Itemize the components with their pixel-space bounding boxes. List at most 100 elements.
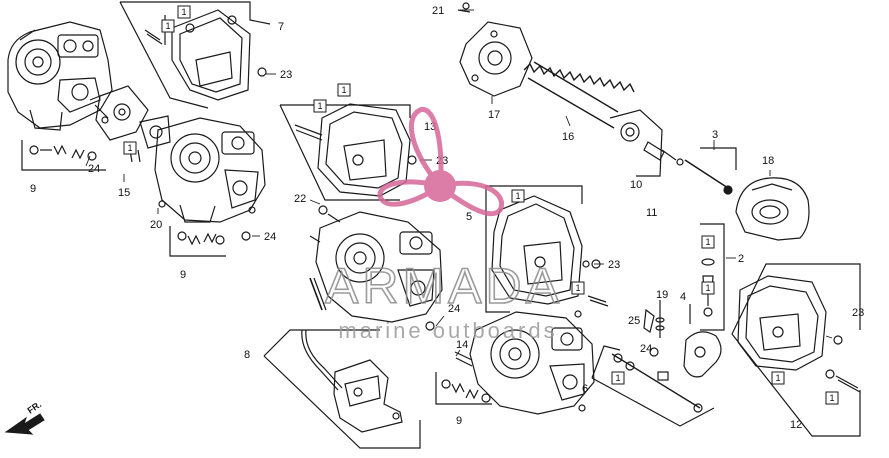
callout-24-a: 24 (88, 163, 100, 175)
box-1-d: 1 (337, 83, 351, 97)
diaphragm-cover-17 (457, 9, 533, 97)
direction-label: FR. (26, 399, 44, 415)
boxed-part-1-labels: 1 1 1 1 1 1 1 1 1 1 1 1 (123, 5, 839, 405)
callout-6: 6 (582, 383, 588, 395)
bracket-line-7 (120, 1, 271, 25)
svg-text:1: 1 (615, 373, 620, 383)
propeller-logo-icon (377, 107, 505, 217)
callout-23-c: 23 (608, 259, 620, 271)
callout-23-e: 23 (852, 307, 864, 319)
callout-15: 15 (118, 187, 130, 199)
callout-9-b: 9 (180, 269, 186, 281)
svg-text:1: 1 (829, 393, 834, 403)
watermark-brand: ARMADA (325, 258, 563, 314)
svg-text:1: 1 (775, 373, 780, 383)
diaphragm-plate-15 (89, 85, 171, 163)
watermark: ARMADA marine outboards (324, 107, 563, 343)
box-1-f: 1 (511, 189, 525, 203)
callout-23-a: 23 (280, 69, 292, 81)
box-1-a: 1 (177, 5, 191, 19)
spring-16 (523, 61, 635, 129)
arrow-icon (4, 413, 45, 435)
bracket-8 (301, 277, 403, 433)
callout-20: 20 (150, 219, 162, 231)
bracket-line-7b (119, 1, 209, 109)
box-1-j: 1 (611, 371, 625, 385)
callout-24-d: 24 (640, 343, 652, 355)
carburetor-body-center (309, 205, 443, 323)
jet-needle-3 (684, 159, 733, 195)
bracket-line-6b (591, 377, 715, 427)
callout-18: 18 (762, 155, 774, 167)
spring-set-9-middle (177, 231, 225, 246)
callout-22: 22 (294, 193, 306, 205)
svg-text:1: 1 (575, 283, 580, 293)
bracket-line-9-left (21, 140, 106, 171)
box-1-k: 1 (771, 371, 785, 385)
callout-14: 14 (456, 339, 468, 351)
bracket-line-8b (263, 355, 421, 449)
bracket-line-12b (731, 333, 861, 437)
carburetor-body-left-bottom (154, 117, 266, 223)
bolt-24-middle (241, 231, 251, 241)
box-1-c: 1 (313, 99, 327, 113)
callout-10: 10 (630, 179, 642, 191)
bracket-line-9-middle (169, 226, 226, 257)
box-1-h: 1 (701, 235, 715, 249)
callout-4: 4 (680, 291, 686, 303)
callout-3: 3 (712, 129, 718, 141)
vacuum-piston-18 (735, 177, 810, 241)
box-1-b: 1 (161, 19, 175, 33)
bolt-24-center (425, 321, 435, 331)
callout-19: 19 (656, 289, 668, 301)
svg-text:1: 1 (515, 191, 520, 201)
callout-24-c: 24 (448, 303, 460, 315)
box-1-g: 1 (571, 281, 585, 295)
callout-25: 25 (628, 315, 640, 327)
spring-set-9-left (29, 144, 97, 161)
bracket-line-8 (263, 329, 380, 357)
bracket-line-13b (279, 104, 400, 201)
callout-5: 5 (466, 211, 472, 223)
box-1-e: 1 (123, 141, 137, 155)
front-direction-arrow: FR. (4, 399, 45, 435)
bracket-line-5b (485, 186, 510, 313)
callout-7: 7 (278, 21, 284, 33)
bracket-line-6 (591, 345, 621, 379)
callout-24-b: 24 (264, 231, 276, 243)
svg-text:1: 1 (705, 283, 710, 293)
callout-12: 12 (790, 419, 802, 431)
bracket-line-9-bottom (435, 372, 492, 405)
carburetor-body-bottom (454, 310, 595, 415)
line-art (7, 1, 861, 449)
bracket-line-3 (700, 147, 737, 170)
callout-21: 21 (432, 5, 444, 17)
float-chamber-12 (737, 275, 861, 393)
cable-holder-4 (683, 304, 722, 378)
callout-numbers: 21 7 23 13 23 17 16 3 18 10 11 22 23 5 2… (30, 5, 864, 431)
svg-text:1: 1 (341, 85, 346, 95)
callout-8: 8 (244, 349, 250, 361)
bolt-20 (158, 200, 166, 208)
carburetor-body-left-top (7, 21, 113, 131)
spring-set-9-bottom (441, 379, 491, 403)
needle-parts-10 (620, 122, 684, 166)
bolt-21 (462, 2, 470, 10)
svg-text:1: 1 (705, 237, 710, 247)
watermark-tagline: marine outboards (338, 318, 557, 343)
svg-text:1: 1 (317, 101, 322, 111)
bracket-line-10 (609, 109, 663, 177)
bolt-23-center (582, 260, 590, 268)
box-1-l: 1 (825, 391, 839, 405)
bracket-line-5 (486, 185, 583, 204)
adjuster-screw-6 (611, 353, 703, 413)
callout-16: 16 (562, 131, 574, 143)
svg-text:1: 1 (165, 21, 170, 31)
float-chamber-5 (491, 195, 609, 307)
callout-9-c: 9 (456, 415, 462, 427)
callout-11: 11 (646, 207, 657, 219)
callout-17: 17 (488, 109, 500, 121)
callout-2: 2 (738, 253, 744, 265)
pilot-screws-19 (643, 300, 665, 357)
